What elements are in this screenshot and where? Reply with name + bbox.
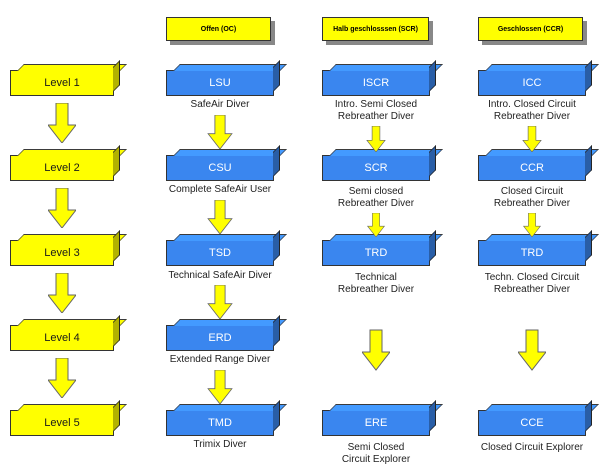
scr-iscr-caption-line-2: Rebreather Diver [337,111,415,122]
arrow-down-icon [48,273,76,313]
oc-tmd-label: TMD [208,417,232,429]
ccr-icc-caption-line-1: Intro. Closed Circuit [488,99,576,110]
scr-iscr-label: ISCR [362,77,390,89]
ccr-ccr-caption-line-2: Rebreather Diver [493,198,571,209]
scr-trd-label: TRD [364,247,388,259]
arrow-down-icon [523,213,541,237]
scr-ere-caption: Semi Closed Circuit Explorer [306,442,446,466]
oc-csu-box: CSU [166,155,274,181]
header-open-circuit: Offen (OC) [166,17,275,45]
oc-tsd-label: TSD [209,247,231,259]
level-4-label: Level 4 [44,332,80,344]
arrow-down-icon [522,126,542,152]
oc-lsu-caption: SafeAir Diver [190,99,250,110]
scr-trd-box: TRD [322,240,430,266]
oc-erd-label: ERD [208,332,232,344]
oc-lsu-label: LSU [209,77,231,89]
ccr-trd-box: TRD [478,240,586,266]
scr-ere-label: ERE [364,417,388,429]
scr-scr-label: SCR [364,162,388,174]
ccr-trd-label: TRD [520,247,544,259]
ccr-cce-label: CCE [520,417,544,429]
arrow-down-icon [366,126,386,152]
ccr-cce-caption: Closed Circuit Explorer [462,442,602,454]
arrow-down-icon [207,285,233,319]
scr-scr-caption-line-1: Semi closed [348,186,404,197]
level-4-box: Level 4 [10,325,114,351]
ccr-cce-caption-line-1: Closed Circuit Explorer [480,442,584,453]
arrow-down-icon [207,370,233,404]
ccr-icc-box: ICC [478,70,586,96]
header-closed: Geschlossen (CCR) [478,17,587,45]
oc-lsu-box: LSU [166,70,274,96]
arrow-down-icon [367,213,385,237]
arrow-down-icon [48,188,76,228]
scr-scr-box: SCR [322,155,430,181]
ccr-icc-caption: Intro. Closed Circuit Rebreather Diver [462,99,602,123]
level-3-box: Level 3 [10,240,114,266]
arrow-down-icon [362,329,390,371]
ccr-ccr-caption-line-1: Closed Circuit [500,186,564,197]
scr-ere-box: ERE [322,410,430,436]
ccr-icc-label: ICC [522,77,542,89]
oc-tmd-box: TMD [166,410,274,436]
oc-csu-caption: Complete SafeAir User [168,184,272,195]
level-3-label: Level 3 [44,247,80,259]
header-closed-label: Geschlossen (CCR) [497,25,564,33]
scr-iscr-caption-line-1: Intro. Semi Closed [334,99,418,110]
arrow-down-icon [518,329,546,371]
ccr-icc-caption-line-2: Rebreather Diver [493,111,571,122]
oc-csu-label: CSU [208,162,232,174]
arrow-down-icon [207,200,233,234]
level-5-box: Level 5 [10,410,114,436]
ccr-ccr-label: CCR [520,162,544,174]
ccr-trd-caption: Techn. Closed Circuit Rebreather Diver [462,272,602,296]
ccr-ccr-caption: Closed Circuit Rebreather Diver [462,186,602,210]
scr-iscr-box: ISCR [322,70,430,96]
arrow-down-icon [48,103,76,143]
header-open-circuit-label: Offen (OC) [200,25,237,33]
ccr-ccr-box: CCR [478,155,586,181]
arrow-down-icon [207,115,233,149]
ccr-trd-caption-line-1: Techn. Closed Circuit [484,272,580,283]
level-2-box: Level 2 [10,155,114,181]
scr-trd-caption-line-2: Rebreather Diver [337,284,415,295]
level-2-label: Level 2 [44,162,80,174]
oc-tsd-caption: Technical SafeAir Diver [168,270,272,281]
header-semi-closed: Halb geschlosssen (SCR) [322,17,433,45]
scr-scr-caption-line-2: Rebreather Diver [337,198,415,209]
oc-tmd-caption: Trimix Diver [193,439,247,450]
oc-erd-caption: Extended Range Diver [169,354,271,365]
header-semi-closed-label: Halb geschlosssen (SCR) [333,25,418,33]
ccr-cce-box: CCE [478,410,586,436]
level-1-label: Level 1 [44,77,80,89]
oc-erd-box: ERD [166,325,274,351]
level-5-label: Level 5 [44,417,80,429]
scr-trd-caption-line-1: Technical [355,272,397,283]
scr-iscr-caption: Intro. Semi Closed Rebreather Diver [306,99,446,123]
scr-trd-caption: Technical Rebreather Diver [306,272,446,296]
arrow-down-icon [48,358,76,398]
ccr-trd-caption-line-2: Rebreather Diver [493,284,571,295]
oc-tsd-box: TSD [166,240,274,266]
scr-ere-caption-line-2: Circuit Explorer [341,454,411,465]
level-1-box: Level 1 [10,70,114,96]
scr-ere-caption-line-1: Semi Closed [347,442,405,453]
scr-scr-caption: Semi closed Rebreather Diver [306,186,446,210]
